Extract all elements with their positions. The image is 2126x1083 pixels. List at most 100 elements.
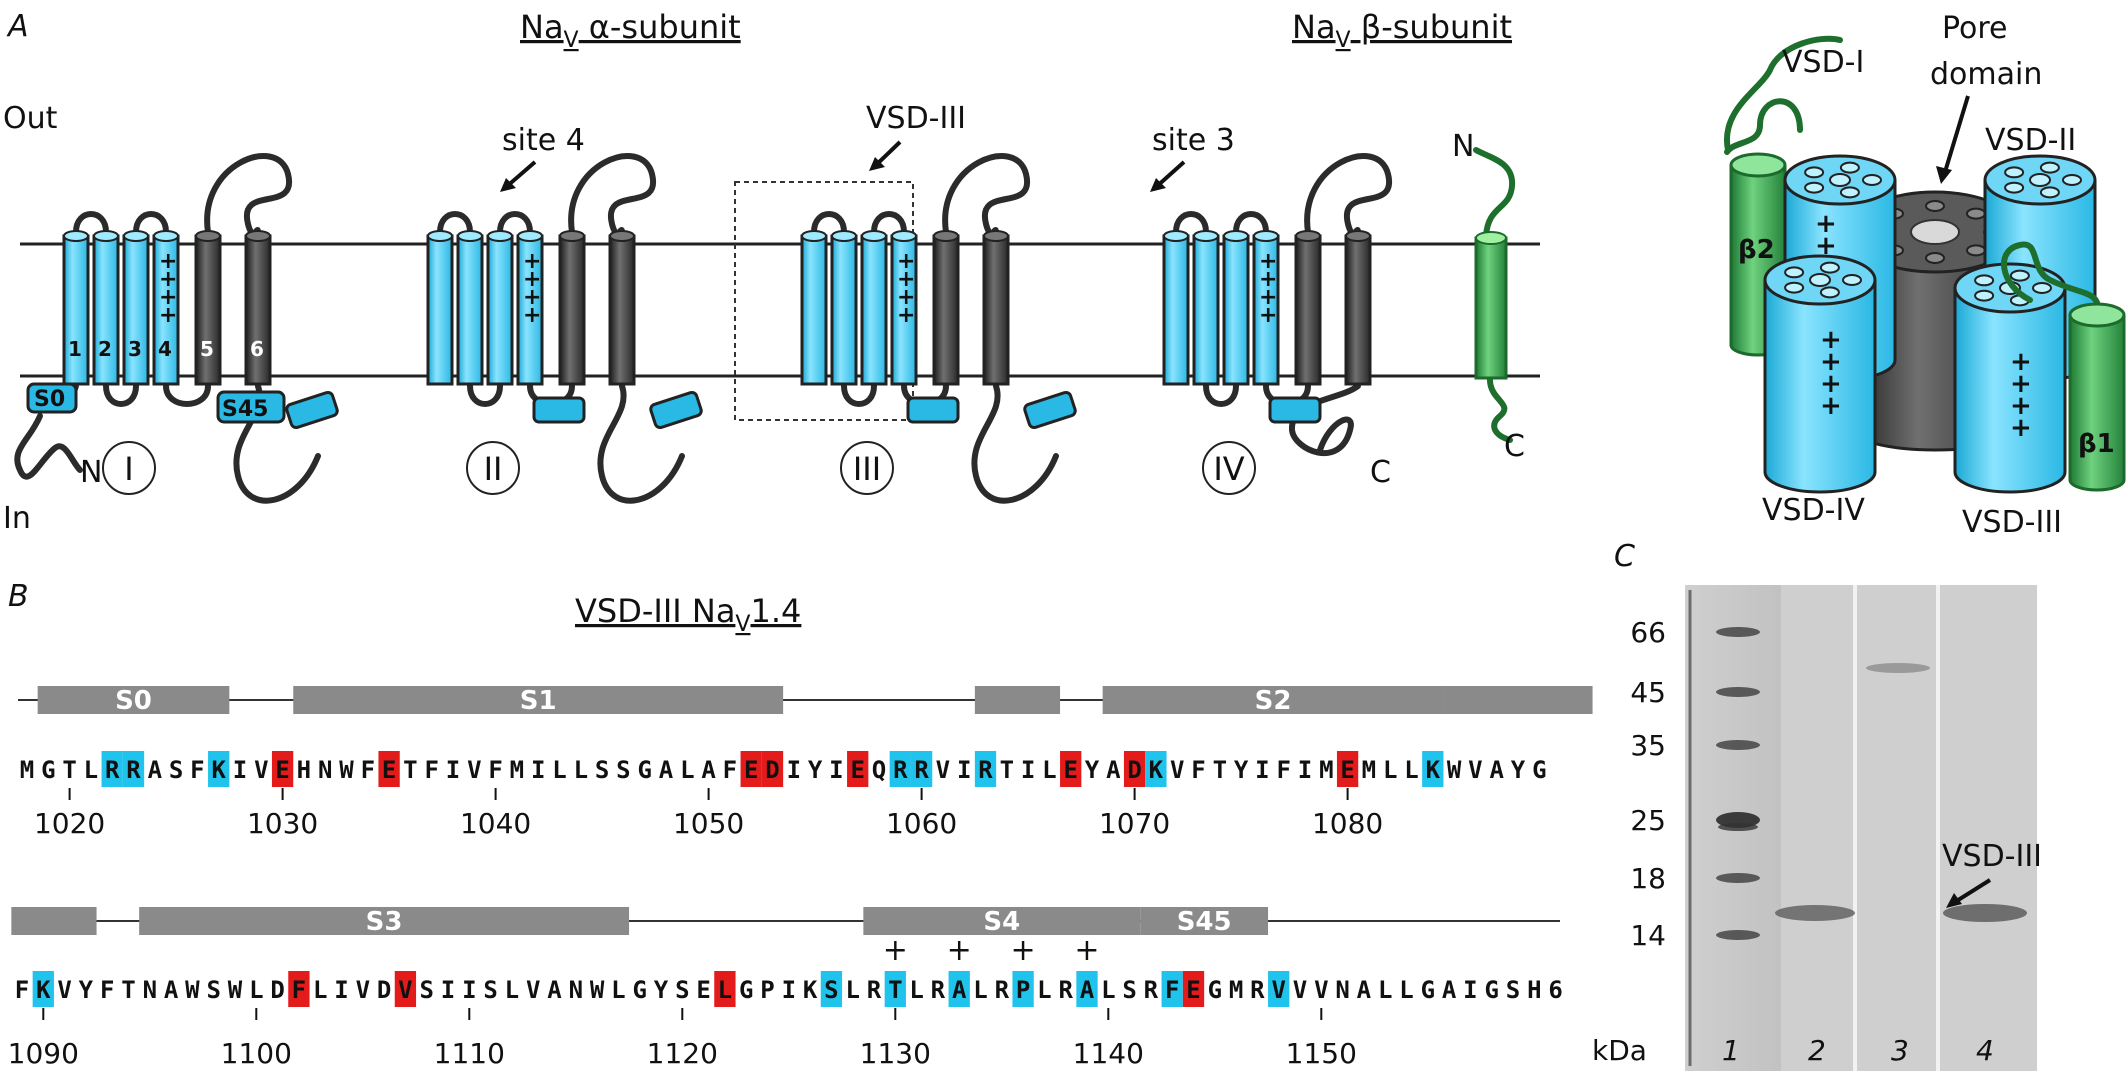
- residue-highlight: [1123, 751, 1146, 787]
- helix-end: [1925, 200, 1945, 212]
- gating-charge: +: [1815, 231, 1837, 261]
- residue: D: [1127, 756, 1141, 784]
- panel-a: A NaV α-subunit NaV β-subunit Out In sit…: [3, 8, 2126, 540]
- residue: S: [419, 976, 433, 1004]
- residue: N: [143, 976, 157, 1004]
- helix-body: [62, 234, 90, 386]
- helix-label: S3: [366, 907, 403, 937]
- residue: V: [356, 976, 370, 1004]
- extracellular-loop: [871, 211, 907, 235]
- linker-helix: [1023, 390, 1077, 430]
- residue: S: [595, 756, 609, 784]
- residue-highlight: [761, 751, 784, 787]
- helix-end: [1974, 274, 1995, 287]
- helix-end: [2029, 173, 2051, 187]
- lane-number: 4: [1976, 1034, 1994, 1067]
- svg-text:III: III: [853, 450, 881, 488]
- sequence-number: 1050: [673, 807, 744, 840]
- helix-body: [1162, 234, 1190, 386]
- residue: F: [488, 756, 502, 784]
- sequence-number: 1120: [647, 1037, 718, 1070]
- residue: G: [632, 976, 646, 1004]
- residue: E: [744, 756, 758, 784]
- residue: P: [760, 976, 774, 1004]
- helix-top: [801, 230, 827, 242]
- gating-charge: +: [1259, 303, 1277, 328]
- residue: I: [787, 756, 801, 784]
- helix-bar: [974, 686, 1061, 714]
- residue: T: [121, 976, 135, 1004]
- gating-charge: +: [1820, 369, 1842, 399]
- helix-top: [983, 230, 1009, 242]
- beta-subunit-title: NaV β-subunit: [1292, 8, 1512, 53]
- residue: R: [1144, 976, 1159, 1004]
- residue: I: [446, 756, 460, 784]
- residue: I: [1021, 756, 1035, 784]
- gating-charge: +: [1259, 267, 1277, 292]
- beta2-tail: [1723, 35, 1843, 153]
- residue-highlight: [714, 971, 736, 1007]
- sequence-number: 1040: [460, 807, 531, 840]
- residue: I: [441, 976, 455, 1004]
- vsd3-box-label: VSD-III: [866, 101, 966, 136]
- site4-arrowhead: [500, 178, 516, 192]
- residue: L: [313, 976, 327, 1004]
- helix-end: [1819, 261, 1840, 274]
- residue: L: [249, 976, 263, 1004]
- marker-band: [1716, 740, 1760, 750]
- pore-domain-arrowhead: [1936, 166, 1952, 184]
- residue: I: [334, 976, 348, 1004]
- residue: S: [1506, 976, 1520, 1004]
- gating-charge: +: [523, 267, 541, 292]
- vsd3-cylinder: [1953, 288, 2067, 494]
- residue: F: [361, 756, 375, 784]
- helix-top: [831, 230, 857, 242]
- residue: L: [718, 976, 732, 1004]
- residue: A: [148, 756, 163, 784]
- vsd3-band-label: VSD-III: [1942, 839, 2042, 874]
- residue: F: [424, 756, 438, 784]
- gating-charge: +: [523, 249, 541, 274]
- domain-II-segment-4: ++++: [516, 230, 544, 386]
- residue-highlight: [101, 751, 123, 787]
- helix-top: [195, 230, 221, 242]
- domain-I-segment-1: 1: [62, 230, 90, 386]
- residue: E: [696, 976, 710, 1004]
- linker-helix: [649, 390, 703, 430]
- helix-end: [2039, 186, 2060, 199]
- residue: K: [36, 976, 51, 1004]
- helix-end: [1862, 174, 1882, 186]
- helix-top: [245, 230, 271, 242]
- residue: R: [931, 976, 946, 1004]
- residue: L: [680, 756, 694, 784]
- s45-label: S45: [222, 397, 268, 422]
- helix-end: [2032, 282, 2052, 294]
- residue: F: [190, 756, 204, 784]
- domain-I-segment-5: 5: [194, 230, 222, 386]
- extracellular-loop: [1233, 211, 1269, 235]
- gating-charge: +: [159, 303, 177, 328]
- residue: R: [126, 756, 141, 784]
- n-terminus-label: N: [80, 455, 102, 490]
- domain-I-segment-3: 3: [122, 230, 150, 386]
- beta2-top: [1729, 152, 1787, 178]
- residue: W: [185, 976, 200, 1004]
- residue: L: [611, 976, 625, 1004]
- residue-highlight: [1012, 971, 1034, 1007]
- c-terminus-label: C: [1370, 455, 1391, 490]
- pore-domain-label-1: Pore: [1942, 11, 2008, 46]
- panel-b-letter: B: [8, 579, 29, 614]
- helix-label: S1: [520, 686, 557, 716]
- residue: M: [20, 756, 34, 784]
- residue: W: [1447, 756, 1462, 784]
- residue-highlight: [884, 971, 906, 1007]
- helix-top: [891, 230, 917, 242]
- pore-loop: [568, 153, 657, 237]
- helix-body: [1294, 234, 1322, 386]
- residue-highlight: [974, 751, 997, 787]
- beta1-cylinder: [2068, 315, 2126, 492]
- helix-body: [982, 234, 1010, 386]
- gating-charge: +: [897, 285, 915, 310]
